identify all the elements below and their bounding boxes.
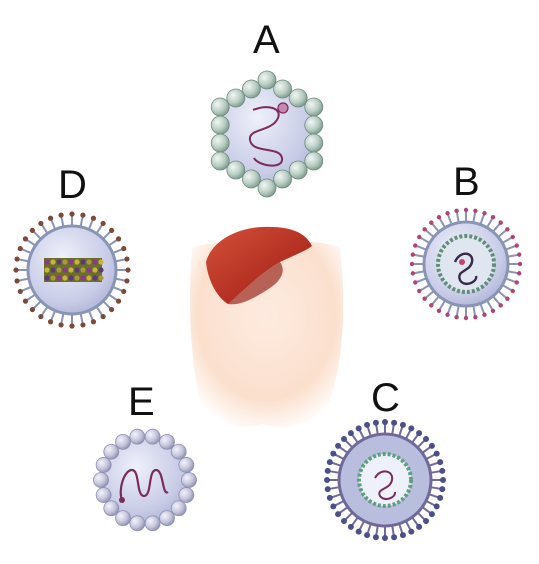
virus-e: [93, 428, 197, 532]
label-b: B: [453, 160, 480, 204]
liver-icon: [206, 226, 312, 305]
virus-b: [409, 207, 523, 321]
label-c: C: [371, 376, 400, 420]
virus-d: [13, 211, 131, 329]
label-d: D: [58, 163, 87, 207]
label-e: E: [128, 380, 155, 424]
label-a: A: [253, 18, 280, 62]
virus-a: [210, 70, 324, 198]
virus-c: [324, 419, 446, 541]
